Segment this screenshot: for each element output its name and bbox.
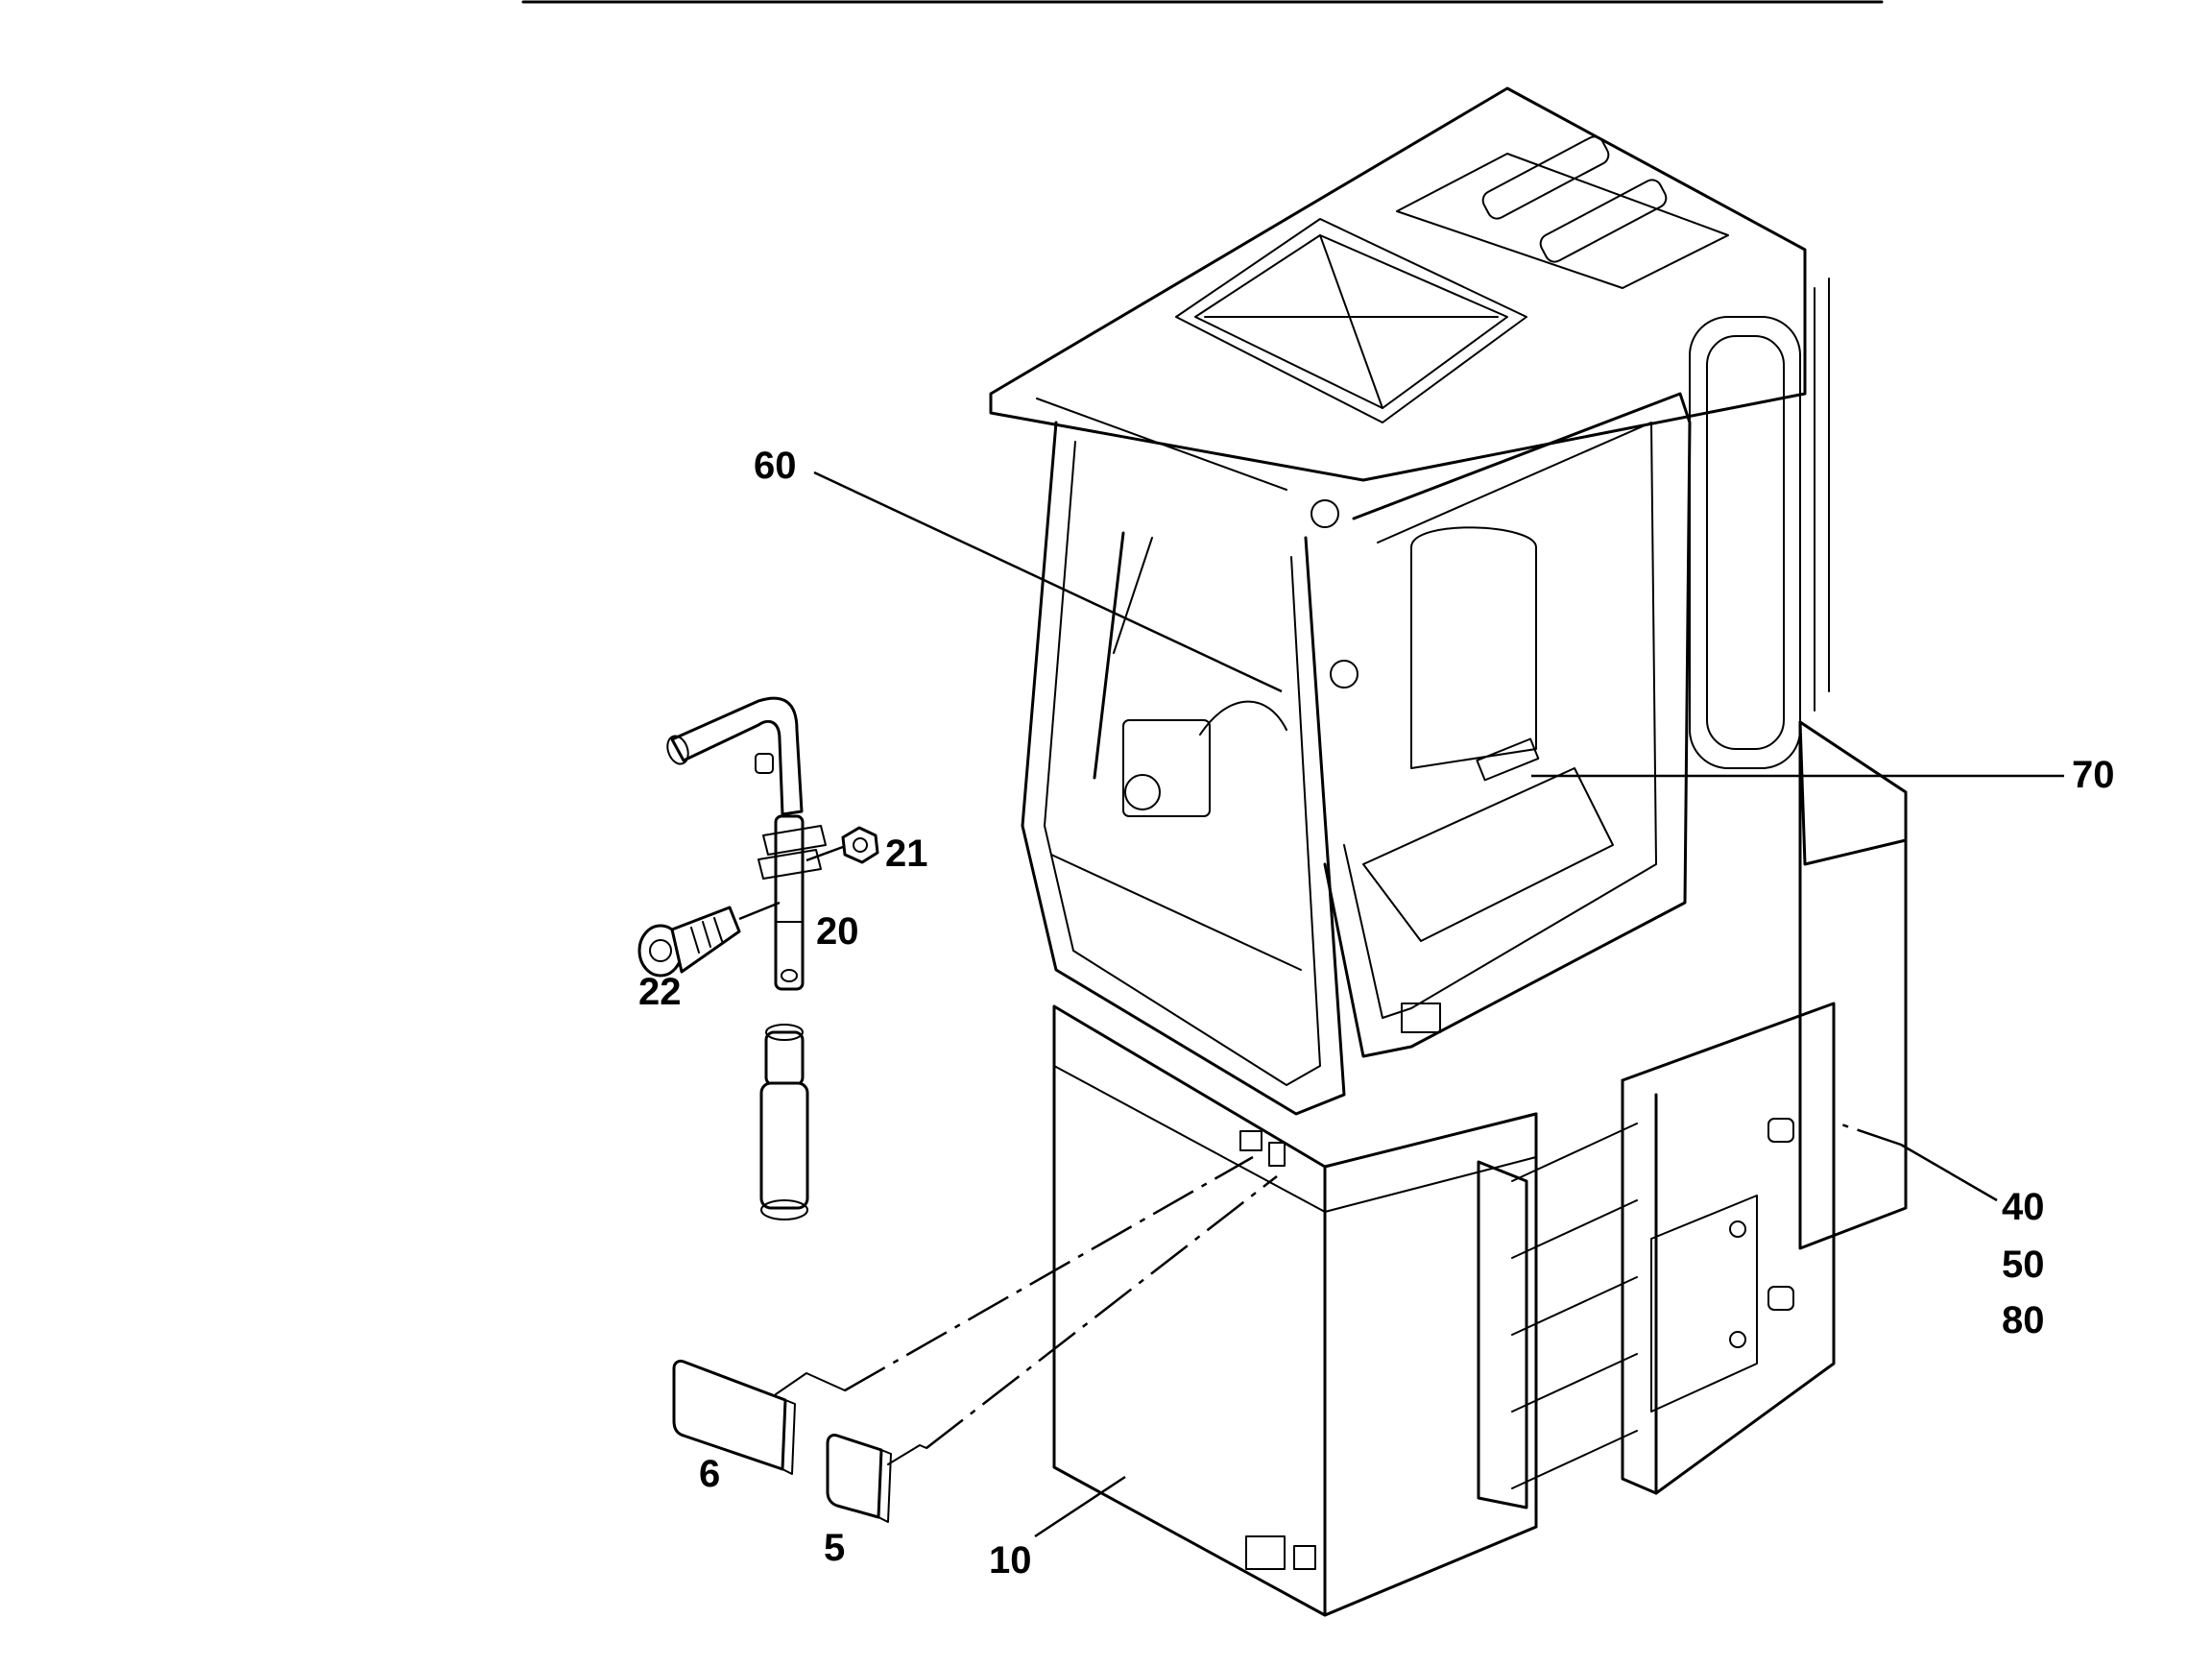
leader-40 [1900,1143,1998,1202]
callout-70: 70 [2072,754,2115,796]
callout-80: 80 [2002,1299,2045,1341]
socket-head-bolt [637,901,781,978]
callout-10: 10 [989,1539,1032,1582]
callout-22: 22 [638,971,682,1013]
leader-40-dashed [1838,1122,1902,1147]
cab-base-housing [1052,720,1908,1617]
cab-frame [989,86,1830,1116]
pad-dashed-line [844,1155,1254,1392]
hex-nut [805,826,879,864]
large-rubber-pad [672,1359,796,1475]
callout-21: 21 [885,833,928,875]
callout-5: 5 [824,1527,845,1569]
callout-20: 20 [816,910,859,953]
ladder-assembly [1477,1002,1836,1510]
pad-dashed-line [926,1175,1278,1449]
leader-60 [813,471,1283,693]
callout-50: 50 [2002,1244,2045,1286]
callout-6: 6 [699,1453,720,1495]
gas-strut-rod [666,696,827,1220]
leader-10 [1034,1475,1126,1538]
callout-60: 60 [754,445,797,487]
small-rubber-pad [826,1434,892,1523]
callout-40: 40 [2002,1186,2045,1228]
